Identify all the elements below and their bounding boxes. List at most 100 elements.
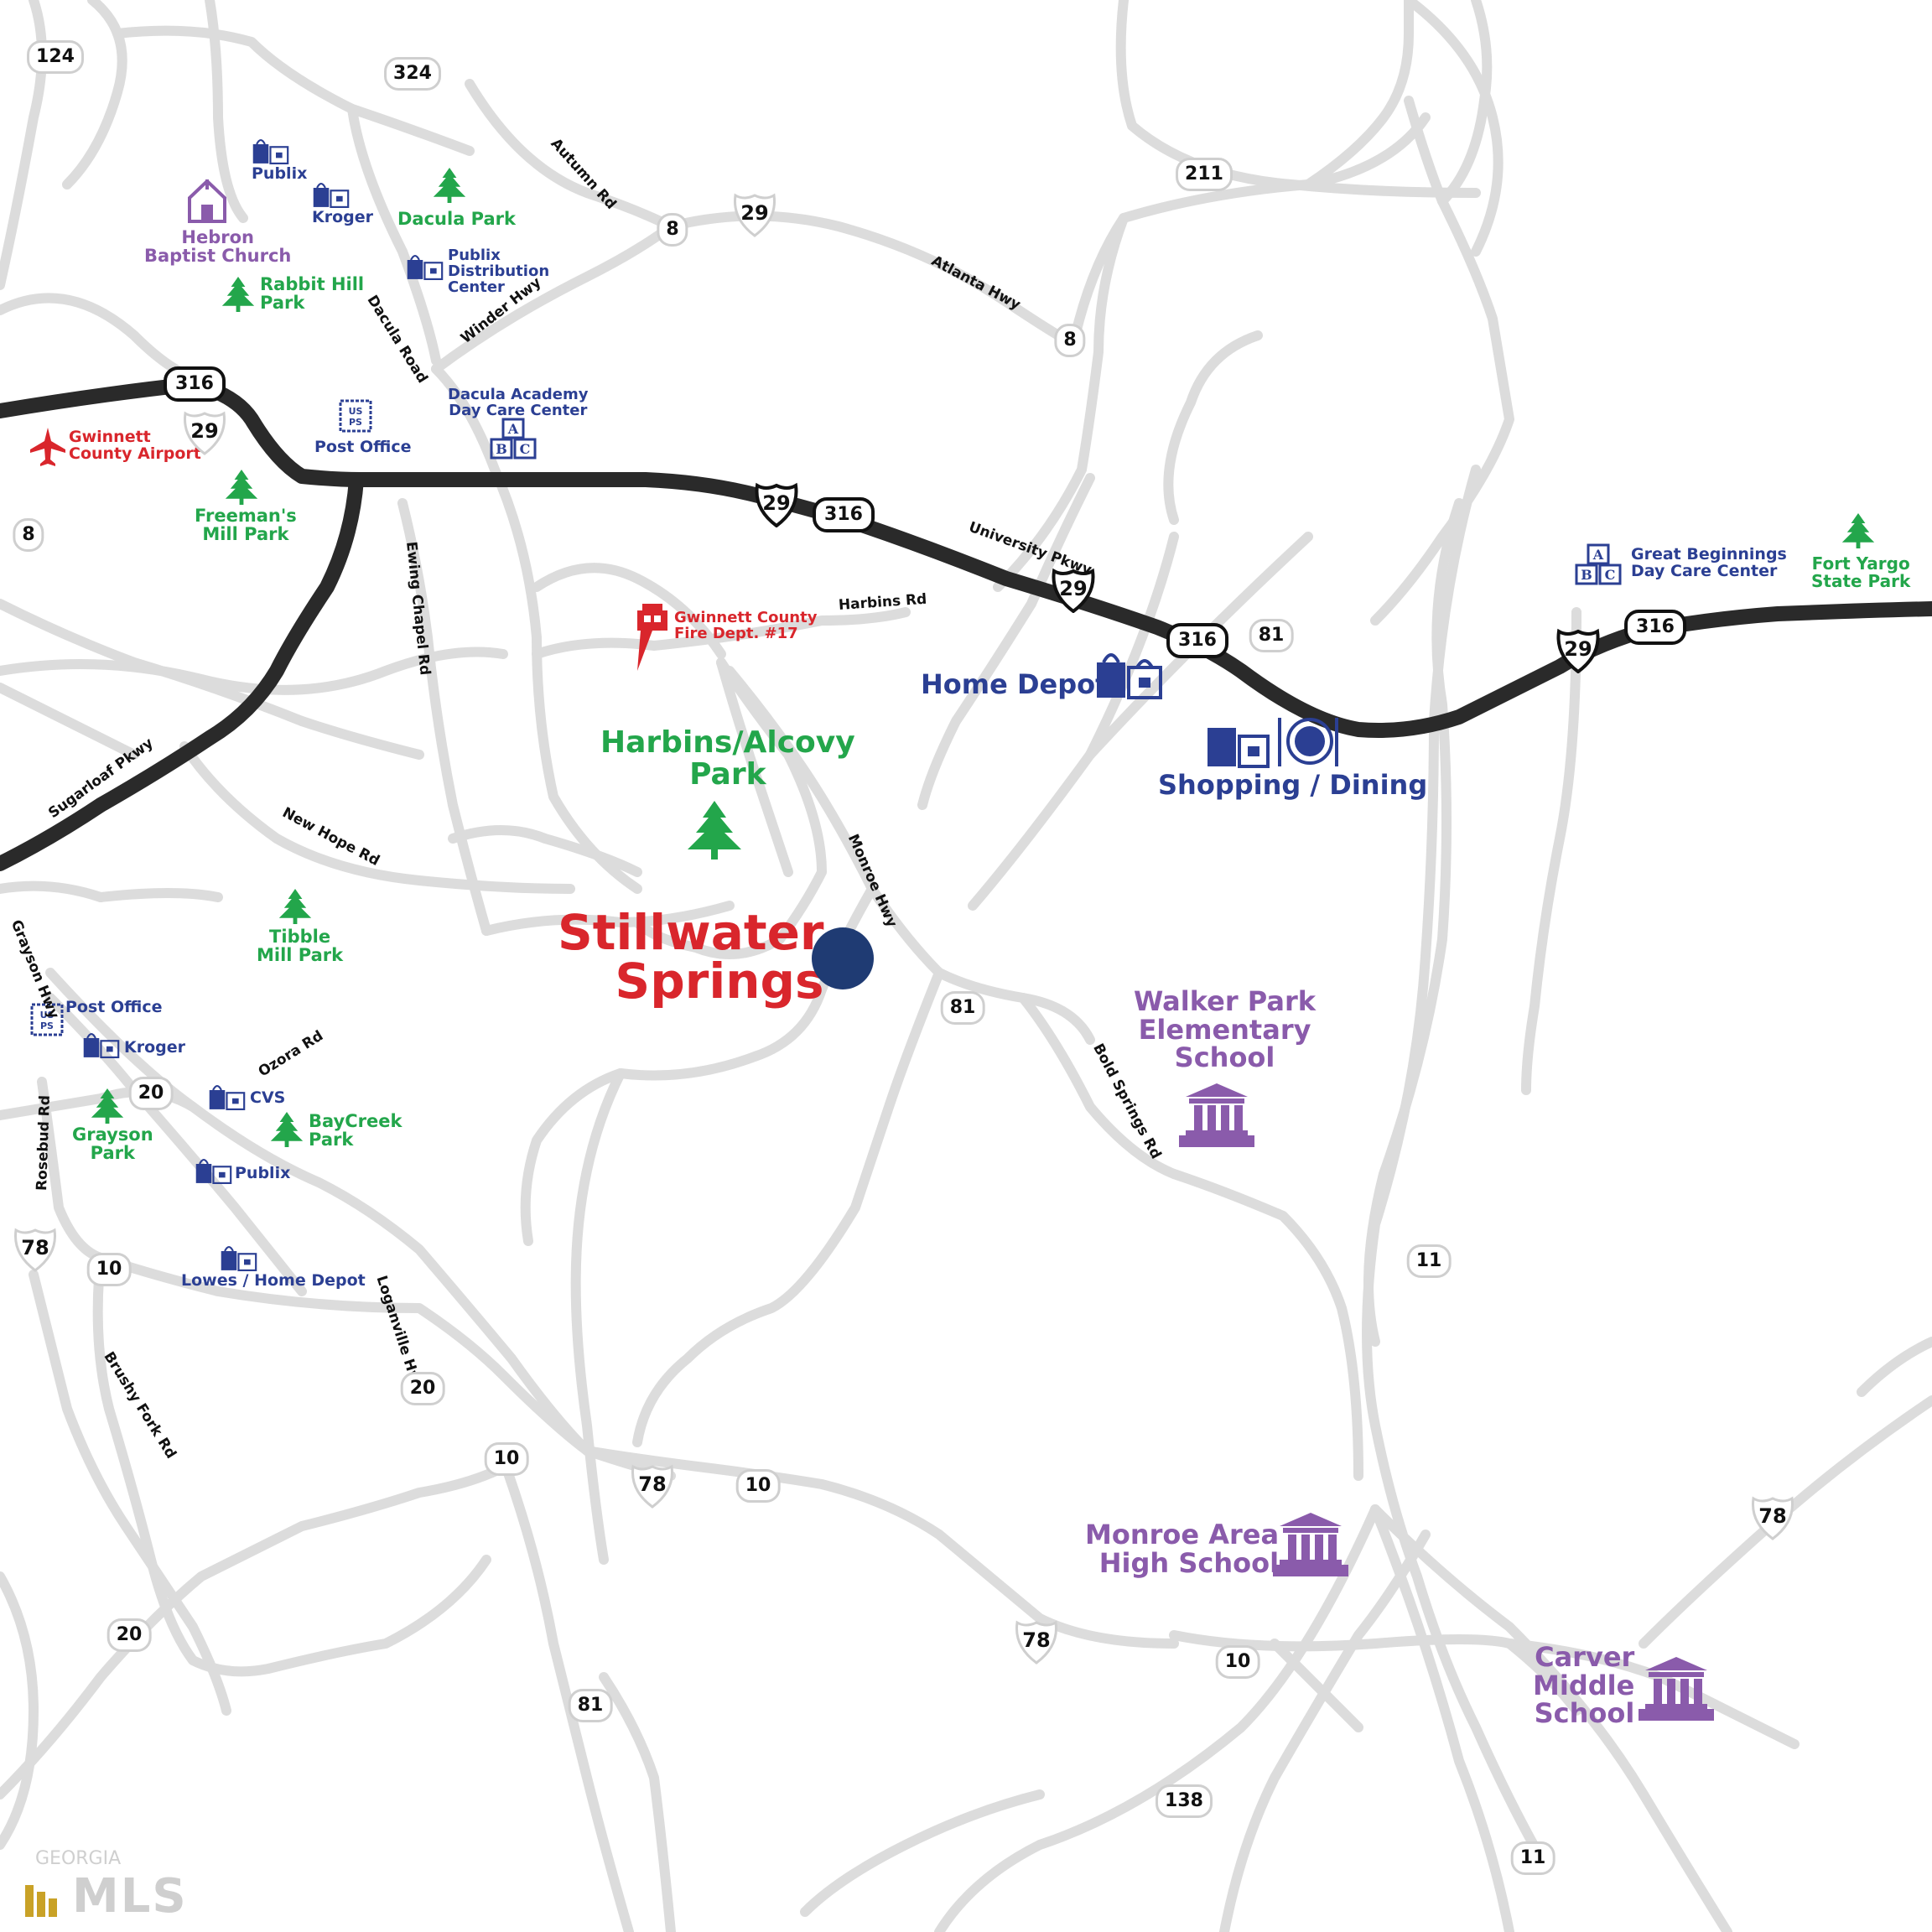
cvs-label: CVS [250, 1088, 286, 1107]
interstate-shield-316: 316 [1166, 623, 1228, 658]
tree-icon [278, 889, 312, 924]
tree-icon [225, 470, 258, 505]
svg-text:B: B [1581, 567, 1592, 583]
route-shield-138: 138 [1156, 1784, 1213, 1818]
fire-dept-label: Gwinnett County Fire Dept. #17 [674, 609, 818, 642]
shopping-bag-icon [83, 1033, 120, 1058]
tree-icon [91, 1088, 124, 1124]
svg-text:PS: PS [40, 1021, 54, 1031]
school-icon [1273, 1513, 1348, 1576]
grayson-park-label: Grayson Park [72, 1124, 153, 1164]
us-shield-number: 78 [638, 1472, 667, 1496]
us-shield-78: 78 [1750, 1495, 1795, 1540]
gwinnett-airport-label: Gwinnett County Airport [69, 428, 201, 463]
tree-icon [221, 277, 255, 312]
freemans-mill-label: Freeman's Mill Park [195, 506, 297, 545]
dacula-academy-label: Dacula Academy Day Care Center [448, 386, 589, 419]
tibble-mill-label: Tibble Mill Park [257, 927, 344, 966]
monroe-high-label: Monroe Area High School [1085, 1519, 1280, 1579]
home-depot-label: Home Depot [921, 668, 1109, 700]
svg-text:B: B [496, 441, 507, 457]
us-shield-number: 29 [190, 419, 219, 443]
shopping-bag-icon [313, 183, 350, 208]
us-shield-29: 29 [732, 192, 777, 237]
us-shield-29: 29 [754, 482, 799, 528]
shopping-bag-icon [221, 1246, 257, 1271]
svg-text:PS: PS [349, 417, 362, 428]
carver-middle-label: Carver Middle School [1533, 1641, 1635, 1730]
svg-text:A: A [507, 421, 519, 437]
us-shield-78: 78 [13, 1227, 58, 1272]
svg-text:US: US [40, 1010, 55, 1021]
us-shield-number: 29 [740, 201, 769, 225]
great-beginnings-label: Great Beginnings Day Care Center [1631, 545, 1787, 580]
development-title: Stillwater Springs [558, 908, 824, 1005]
shopping-bag-icon [209, 1085, 246, 1110]
shopping-bag-icon [1097, 653, 1162, 699]
rabbit-hill-label: Rabbit Hill Park [260, 274, 365, 314]
shopping-bag-icon [252, 139, 289, 164]
walker-park-label: Walker Park Elementary School [1134, 985, 1317, 1074]
shopping-bag-icon [407, 255, 444, 280]
publix-left-label: Publix [235, 1164, 291, 1182]
lowes-home-depot-label: Lowes / Home Depot [181, 1271, 366, 1290]
route-shield-10: 10 [735, 1469, 781, 1503]
post-office-left-label: Post Office [65, 998, 163, 1016]
rosebud-rd-label: Rosebud Rd [34, 1094, 54, 1192]
svg-text:US: US [349, 406, 363, 417]
interstate-shield-316: 316 [164, 366, 226, 402]
publix-distribution-label: Publix Distribution Center [448, 247, 550, 296]
us-shield-number: 78 [1758, 1504, 1787, 1528]
kroger-left-label: Kroger [124, 1038, 186, 1057]
publix-top-label: Publix [252, 164, 308, 183]
us-shield-29: 29 [182, 410, 227, 455]
interstate-shield-316: 316 [1624, 610, 1686, 645]
harbins-park-label: Harbins/Alcovy Park [600, 725, 855, 792]
route-shield-10: 10 [86, 1253, 132, 1286]
us-shield-number: 29 [1564, 637, 1592, 661]
route-shield-8: 8 [13, 518, 44, 552]
route-shield-20: 20 [128, 1077, 174, 1110]
route-shield-10: 10 [484, 1442, 529, 1476]
us-shield-number: 29 [1059, 577, 1088, 600]
dining-icon [1208, 718, 1338, 768]
interstate-shield-316: 316 [813, 497, 875, 532]
route-shield-10: 10 [1215, 1645, 1260, 1679]
watermark-line-1: GEORGIA [35, 1848, 122, 1869]
fort-yargo-label: Fort Yargo State Park [1811, 553, 1911, 591]
route-shield-8: 8 [657, 213, 688, 247]
tree-icon [688, 801, 741, 860]
route-shield-20: 20 [106, 1618, 152, 1652]
us-shield-number: 78 [1022, 1628, 1051, 1652]
airplane-icon [30, 428, 65, 466]
church-icon [188, 179, 226, 223]
route-shield-324: 324 [384, 57, 441, 91]
shopping-dining-label: Shopping / Dining [1158, 769, 1428, 801]
us-shield-29: 29 [1555, 628, 1601, 674]
watermark: GEORGIA MLS [23, 1848, 188, 1924]
school-icon [1179, 1083, 1254, 1147]
svg-text:C: C [520, 441, 531, 457]
route-shield-20: 20 [400, 1372, 445, 1405]
route-shield-124: 124 [27, 40, 84, 74]
us-shield-29: 29 [1051, 568, 1096, 614]
location-marker [812, 927, 874, 989]
route-shield-11: 11 [1510, 1841, 1555, 1875]
shopping-bag-icon [195, 1159, 232, 1184]
us-shield-number: 78 [21, 1236, 49, 1259]
title-line-2: Springs [615, 953, 824, 1010]
route-shield-211: 211 [1176, 158, 1233, 191]
hebron-church-label: Hebron Baptist Church [144, 227, 292, 267]
tree-icon [1841, 513, 1875, 548]
us-shield-78: 78 [630, 1463, 675, 1509]
us-shield-78: 78 [1014, 1619, 1059, 1665]
title-line-1: Stillwater [558, 904, 824, 961]
route-shield-8: 8 [1054, 324, 1086, 357]
tree-icon [433, 168, 466, 203]
